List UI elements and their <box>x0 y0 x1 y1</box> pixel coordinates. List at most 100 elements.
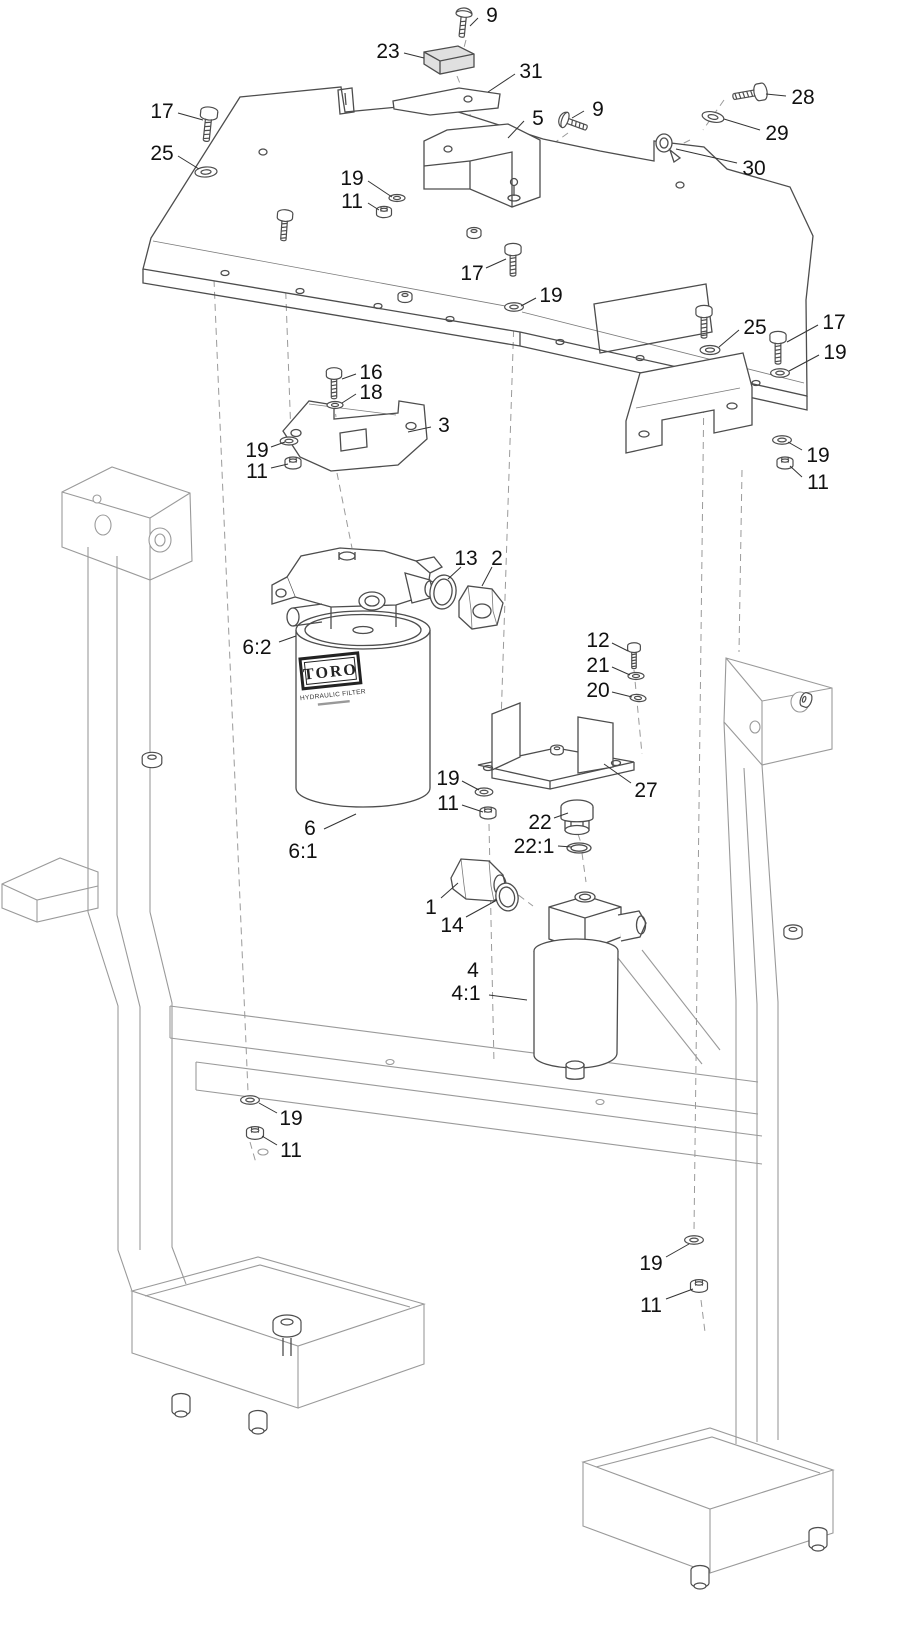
callout-leader-19 <box>258 1102 278 1114</box>
washer-19-h <box>684 1235 704 1245</box>
callout-label-5: 5 <box>532 107 544 130</box>
toro-brand-text: TORO <box>302 661 358 684</box>
callout-leader-30 <box>675 148 738 164</box>
washer-25-right <box>699 344 721 356</box>
callout-leader-19 <box>665 1243 690 1258</box>
callout-leader-13 <box>447 566 462 580</box>
inline-filter-assembly <box>533 891 647 1080</box>
callout-leader-27 <box>603 763 632 784</box>
frame-foot-3 <box>690 1564 710 1590</box>
o-ring-13 <box>429 574 457 610</box>
callout-leader-19 <box>367 180 393 198</box>
callout-leader-12 <box>611 642 629 652</box>
callout-label-19: 19 <box>279 1107 302 1130</box>
callout-leader-11 <box>665 1288 694 1300</box>
washer-19-b <box>504 302 524 312</box>
washer-19-g <box>240 1095 260 1105</box>
callout-leader-28 <box>765 93 787 97</box>
callout-leader-19 <box>270 441 286 448</box>
callout-label-6:1: 6:1 <box>288 840 317 863</box>
callout-label-21: 21 <box>586 654 609 677</box>
callout-leader-19 <box>788 354 820 372</box>
callout-label-19: 19 <box>806 444 829 467</box>
callout-leader-19 <box>520 297 537 307</box>
washer-29 <box>700 109 726 125</box>
callout-label-11: 11 <box>640 1294 662 1317</box>
screw-9-side <box>556 109 591 137</box>
callout-leader-31 <box>487 73 516 93</box>
callout-leader-5 <box>507 120 525 139</box>
nut-11-h <box>689 1279 709 1293</box>
pad-block-23 <box>423 45 475 75</box>
plate-31 <box>392 87 501 116</box>
callout-label-11: 11 <box>807 471 829 494</box>
callout-leader-18 <box>341 393 357 404</box>
callout-leader-11 <box>789 465 803 478</box>
callout-leader-19 <box>787 441 803 451</box>
bolt-head-panel-1 <box>397 290 413 304</box>
callout-label-11: 11 <box>437 792 459 815</box>
screw-9-top <box>453 6 474 39</box>
filter-head <box>271 547 444 629</box>
bracket-5 <box>423 123 541 208</box>
callout-label-19: 19 <box>823 341 846 364</box>
callout-label-25: 25 <box>743 316 766 339</box>
callout-label-20: 20 <box>586 679 609 702</box>
callout-leader-23 <box>403 52 425 59</box>
frame-left-top-bracket <box>61 466 193 581</box>
callout-label-27: 27 <box>634 779 657 802</box>
callout-label-17: 17 <box>150 100 173 123</box>
callout-label-6: 6 <box>304 817 316 840</box>
callout-leader-22 <box>553 812 569 819</box>
bolt-16 <box>325 367 343 400</box>
callout-leader-6 <box>323 813 357 830</box>
frame-nut-left-leg <box>141 751 163 769</box>
callout-label-30: 30 <box>742 157 765 180</box>
bolt-head-panel-2 <box>466 226 482 240</box>
callout-leader-11 <box>261 1135 278 1146</box>
frame-foot-1 <box>171 1392 191 1418</box>
frame-tray-bolt <box>271 1313 303 1356</box>
callout-label-19: 19 <box>340 167 363 190</box>
callout-label-29: 29 <box>765 122 788 145</box>
bolt-12 <box>627 642 641 670</box>
frame-left-leg <box>1 547 187 1292</box>
toro-label: TORO HYDRAULIC FILTER <box>298 651 366 706</box>
callout-leader-22:1 <box>557 845 573 848</box>
bolt-head-bracket-27 <box>550 744 564 756</box>
nut-11-g <box>245 1126 265 1140</box>
callout-leader-3 <box>407 426 432 433</box>
callout-leader-20 <box>611 691 633 698</box>
callout-leader-11 <box>367 202 380 211</box>
frame-left-foot-tray <box>130 1256 426 1409</box>
washer-18 <box>326 400 344 410</box>
callout-label-11: 11 <box>246 460 268 483</box>
callout-leader-19 <box>461 780 480 791</box>
callout-leader-11 <box>270 463 289 469</box>
callout-label-25: 25 <box>150 142 173 165</box>
filter-canister <box>295 610 431 808</box>
callout-label-22:1: 22:1 <box>514 835 555 858</box>
fine-print-line <box>317 700 350 706</box>
washer-20 <box>629 693 647 703</box>
machine-frame <box>1 466 835 1574</box>
callout-label-9: 9 <box>592 98 604 121</box>
callout-label-4: 4 <box>467 959 479 982</box>
callout-label-1: 1 <box>425 896 437 919</box>
screw-28 <box>730 81 769 106</box>
callout-leader-29 <box>723 118 761 131</box>
callout-leader-25 <box>718 329 740 348</box>
frame-right-foot-tray <box>581 1427 835 1574</box>
frame-cross-member <box>169 1005 763 1165</box>
frame-right-top-bracket <box>723 657 833 766</box>
fitting-2 <box>458 585 504 630</box>
callout-label-18: 18 <box>359 381 382 404</box>
callout-label-31: 31 <box>519 60 542 83</box>
washer-19-d <box>279 436 299 446</box>
nut-11-a <box>376 205 392 219</box>
callout-label-11: 11 <box>341 190 363 213</box>
callout-label-12: 12 <box>586 629 609 652</box>
callout-leader-17 <box>485 258 507 269</box>
